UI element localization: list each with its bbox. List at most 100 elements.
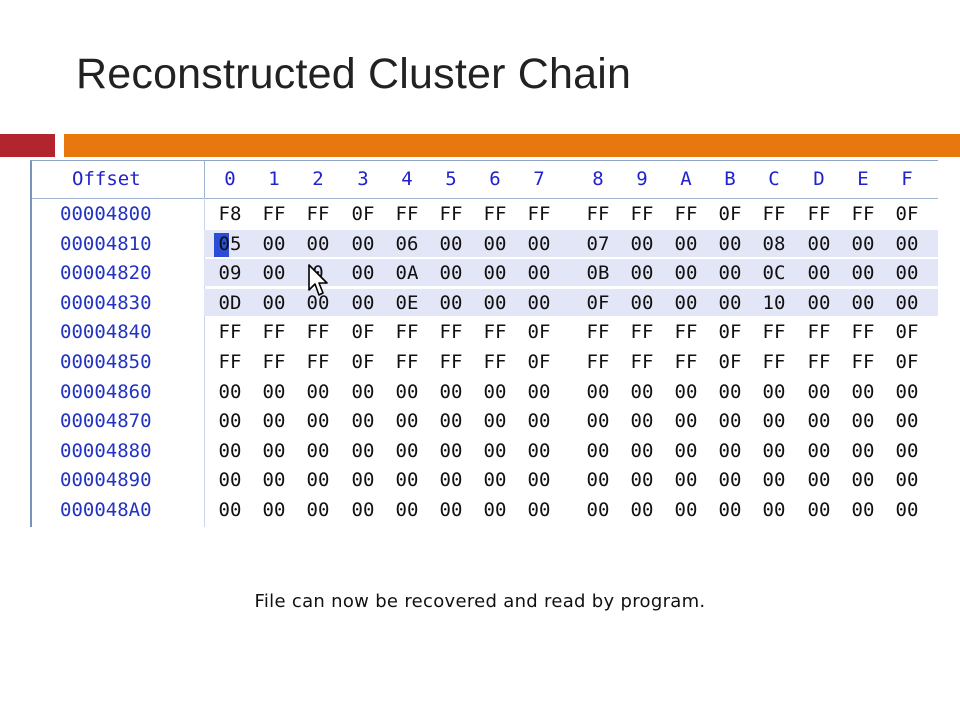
- hex-byte-cell[interactable]: 00: [630, 469, 654, 492]
- hex-byte-cell[interactable]: 00: [630, 232, 654, 255]
- hex-byte-cell[interactable]: 00: [262, 291, 286, 314]
- hex-byte-cell[interactable]: 00: [351, 262, 375, 285]
- hex-byte-cell[interactable]: 00: [306, 380, 330, 403]
- hex-byte-cell[interactable]: FF: [762, 351, 786, 373]
- hex-byte-cell[interactable]: 0B: [586, 262, 610, 285]
- hex-byte-cell[interactable]: 00: [851, 232, 875, 255]
- hex-byte-cell[interactable]: 00: [483, 439, 507, 462]
- hex-byte-cell[interactable]: FF: [262, 321, 286, 344]
- hex-byte-cell[interactable]: FF: [630, 203, 654, 225]
- hex-byte-cell[interactable]: 00: [262, 380, 286, 403]
- hex-byte-cell[interactable]: 00: [630, 380, 654, 403]
- hex-byte-cell[interactable]: 00: [807, 262, 831, 285]
- hex-byte-cell[interactable]: 00: [351, 499, 375, 521]
- hex-byte-cell[interactable]: FF: [262, 203, 286, 225]
- hex-byte-cell[interactable]: FF: [762, 321, 786, 344]
- hex-byte-cell[interactable]: 00: [586, 499, 610, 521]
- hex-byte-cell[interactable]: 00: [674, 410, 698, 433]
- hex-byte-cell[interactable]: FF: [586, 351, 610, 373]
- hex-byte-cell[interactable]: 00: [439, 410, 463, 433]
- hex-byte-cell[interactable]: 0F: [586, 291, 610, 314]
- hex-byte-cell[interactable]: 00: [527, 499, 551, 521]
- hex-byte-cell[interactable]: 00: [674, 380, 698, 403]
- hex-byte-cell[interactable]: 06: [395, 232, 419, 255]
- hex-byte-cell[interactable]: 0D: [218, 291, 242, 314]
- hex-byte-cell[interactable]: 00: [895, 291, 919, 314]
- selected-byte-cell[interactable]: 05: [213, 232, 247, 257]
- hex-byte-cell[interactable]: FF: [483, 351, 507, 373]
- hex-byte-cell[interactable]: FF: [527, 203, 551, 225]
- hex-byte-cell[interactable]: 00: [306, 499, 330, 521]
- hex-byte-cell[interactable]: 00: [527, 232, 551, 255]
- hex-byte-cell[interactable]: F8: [218, 203, 242, 225]
- hex-byte-cell[interactable]: 00: [807, 439, 831, 462]
- hex-byte-cell[interactable]: 00: [218, 410, 242, 433]
- hex-byte-cell[interactable]: FF: [630, 321, 654, 344]
- hex-byte-cell[interactable]: FF: [586, 203, 610, 225]
- hex-byte-cell[interactable]: FF: [439, 203, 463, 225]
- hex-byte-cell[interactable]: 00: [718, 380, 742, 403]
- hex-byte-cell[interactable]: 00: [262, 439, 286, 462]
- hex-byte-cell[interactable]: FF: [851, 351, 875, 373]
- hex-byte-cell[interactable]: 00: [395, 469, 419, 492]
- hex-byte-cell[interactable]: 00: [630, 291, 654, 314]
- hex-byte-cell[interactable]: 00: [718, 410, 742, 433]
- hex-byte-cell[interactable]: 00: [395, 439, 419, 462]
- hex-byte-cell[interactable]: 00: [306, 410, 330, 433]
- hex-byte-cell[interactable]: FF: [218, 321, 242, 344]
- hex-byte-cell[interactable]: FF: [674, 203, 698, 225]
- hex-byte-cell[interactable]: 00: [306, 469, 330, 492]
- hex-byte-cell[interactable]: 00: [527, 439, 551, 462]
- hex-byte-cell[interactable]: 00: [895, 232, 919, 255]
- hex-byte-cell[interactable]: 00: [527, 380, 551, 403]
- hex-byte-cell[interactable]: 00: [674, 232, 698, 255]
- hex-byte-cell[interactable]: FF: [851, 203, 875, 225]
- hex-byte-cell[interactable]: 00: [762, 410, 786, 433]
- hex-byte-cell[interactable]: FF: [306, 321, 330, 344]
- hex-byte-cell[interactable]: 07: [586, 232, 610, 255]
- hex-byte-cell[interactable]: 0F: [718, 351, 742, 373]
- hex-byte-cell[interactable]: FF: [306, 203, 330, 225]
- hex-byte-cell[interactable]: 00: [630, 499, 654, 521]
- hex-byte-cell[interactable]: 00: [527, 262, 551, 285]
- hex-byte-cell[interactable]: 0F: [351, 203, 375, 225]
- hex-byte-cell[interactable]: 00: [306, 291, 330, 314]
- hex-byte-cell[interactable]: 00: [630, 262, 654, 285]
- hex-byte-cell[interactable]: 00: [218, 499, 242, 521]
- hex-byte-cell[interactable]: 00: [851, 410, 875, 433]
- hex-byte-cell[interactable]: 00: [306, 439, 330, 462]
- hex-byte-cell[interactable]: 0E: [395, 291, 419, 314]
- hex-byte-cell[interactable]: FF: [262, 351, 286, 373]
- hex-byte-cell[interactable]: 0C: [762, 262, 786, 285]
- hex-byte-cell[interactable]: 00: [895, 380, 919, 403]
- hex-byte-cell[interactable]: 00: [718, 262, 742, 285]
- hex-byte-cell[interactable]: 0F: [527, 351, 551, 373]
- hex-byte-cell[interactable]: 00: [439, 439, 463, 462]
- hex-byte-cell[interactable]: FF: [674, 351, 698, 373]
- hex-byte-cell[interactable]: FF: [762, 203, 786, 225]
- hex-byte-cell[interactable]: FF: [586, 321, 610, 344]
- hex-byte-cell[interactable]: 00: [851, 291, 875, 314]
- hex-byte-cell[interactable]: 0F: [527, 321, 551, 344]
- hex-byte-cell[interactable]: 00: [762, 469, 786, 492]
- hex-byte-cell[interactable]: FF: [807, 203, 831, 225]
- hex-byte-cell[interactable]: FF: [851, 321, 875, 344]
- hex-byte-cell[interactable]: FF: [483, 203, 507, 225]
- hex-byte-cell[interactable]: 00: [762, 380, 786, 403]
- hex-byte-cell[interactable]: 00: [586, 439, 610, 462]
- hex-byte-cell[interactable]: 00: [483, 291, 507, 314]
- hex-byte-cell[interactable]: 00: [807, 380, 831, 403]
- hex-byte-cell[interactable]: 00: [351, 469, 375, 492]
- hex-byte-cell[interactable]: 00: [439, 232, 463, 255]
- hex-byte-cell[interactable]: FF: [439, 321, 463, 344]
- hex-byte-cell[interactable]: 00: [351, 232, 375, 255]
- hex-byte-cell[interactable]: 00: [718, 469, 742, 492]
- hex-byte-cell[interactable]: 00: [630, 439, 654, 462]
- hex-byte-cell[interactable]: 00: [527, 291, 551, 314]
- hex-byte-cell[interactable]: 00: [262, 262, 286, 285]
- hex-byte-cell[interactable]: 09: [218, 262, 242, 285]
- hex-byte-cell[interactable]: 00: [483, 469, 507, 492]
- hex-byte-cell[interactable]: FF: [439, 351, 463, 373]
- hex-byte-cell[interactable]: 00: [351, 291, 375, 314]
- hex-byte-cell[interactable]: 00: [439, 499, 463, 521]
